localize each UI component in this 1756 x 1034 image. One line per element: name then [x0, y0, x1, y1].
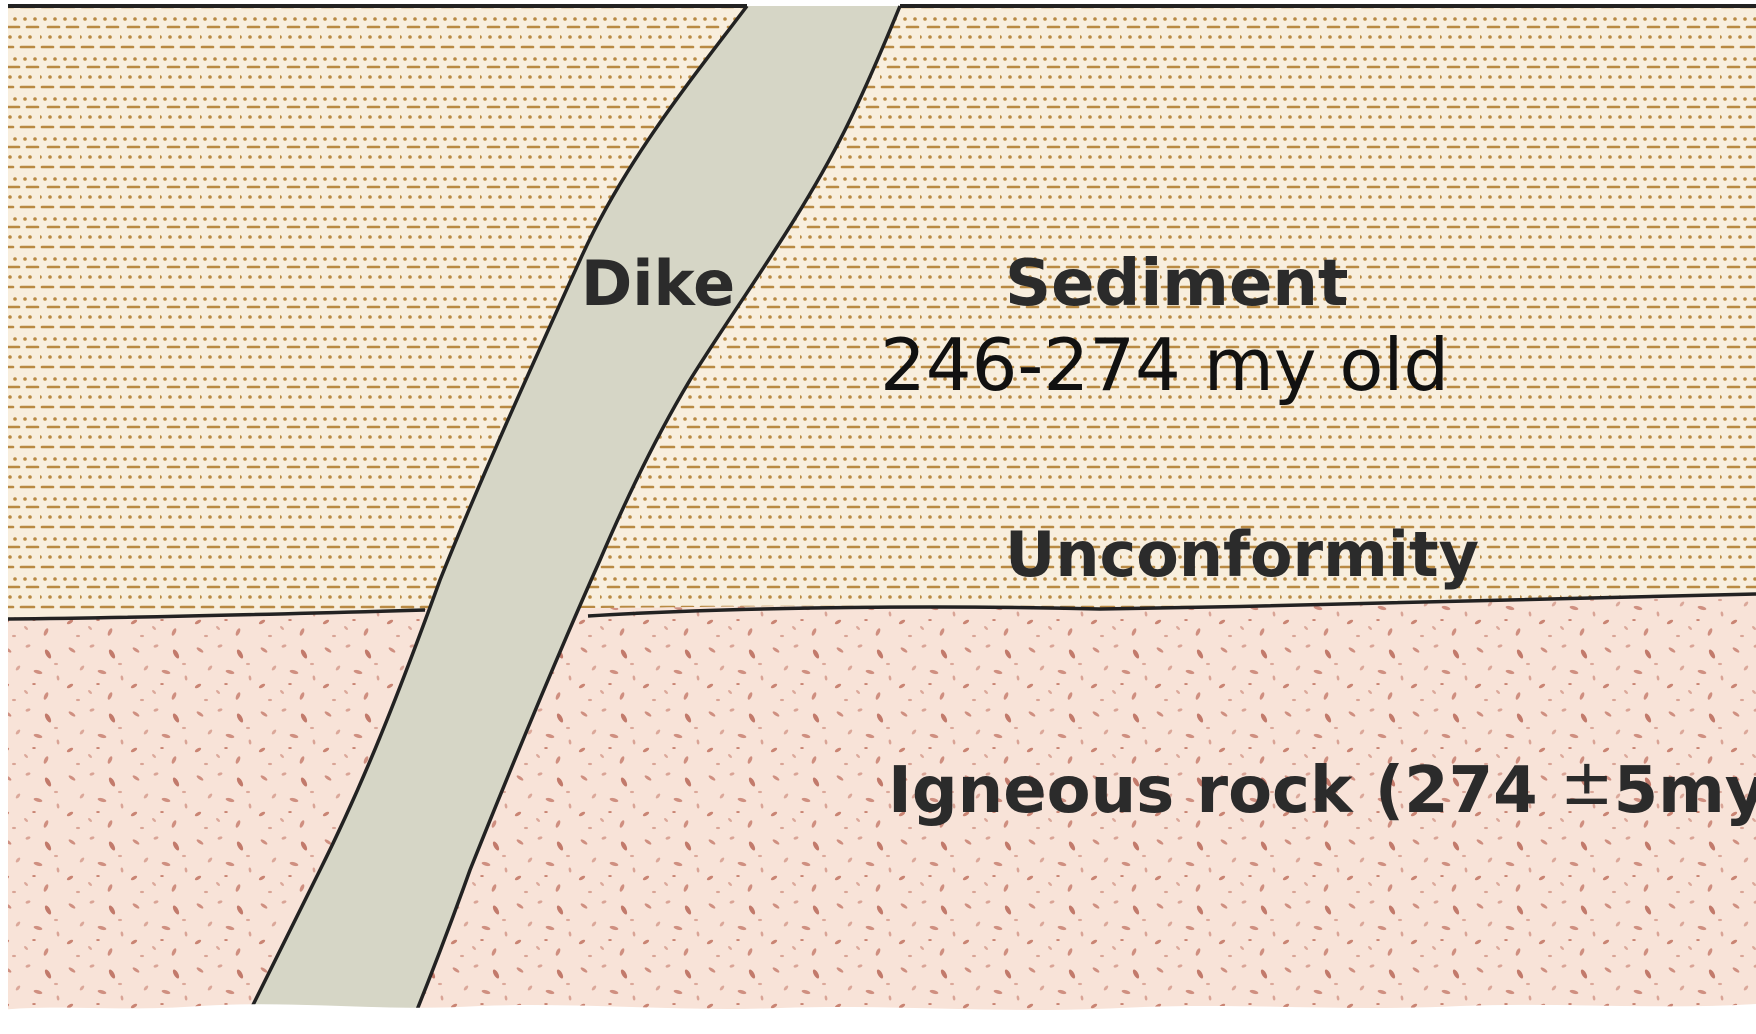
dike-label: Dike — [581, 247, 735, 320]
unconformity-label: Unconformity — [1005, 518, 1479, 591]
plus-minus-sign: ± — [1560, 746, 1614, 820]
igneous-rock-label: Igneous rock (274 ±5my) — [888, 746, 1756, 828]
igneous-rock-label-suffix: 5my) — [1614, 754, 1756, 828]
torn-bottom-edge — [0, 1004, 1756, 1034]
sediment-age-label: 246-274 my old — [880, 323, 1449, 407]
sediment-label: Sediment — [1005, 247, 1349, 321]
igneous-rock-label-prefix: Igneous rock (274 — [888, 754, 1560, 828]
sediment-layer — [8, 6, 1756, 619]
